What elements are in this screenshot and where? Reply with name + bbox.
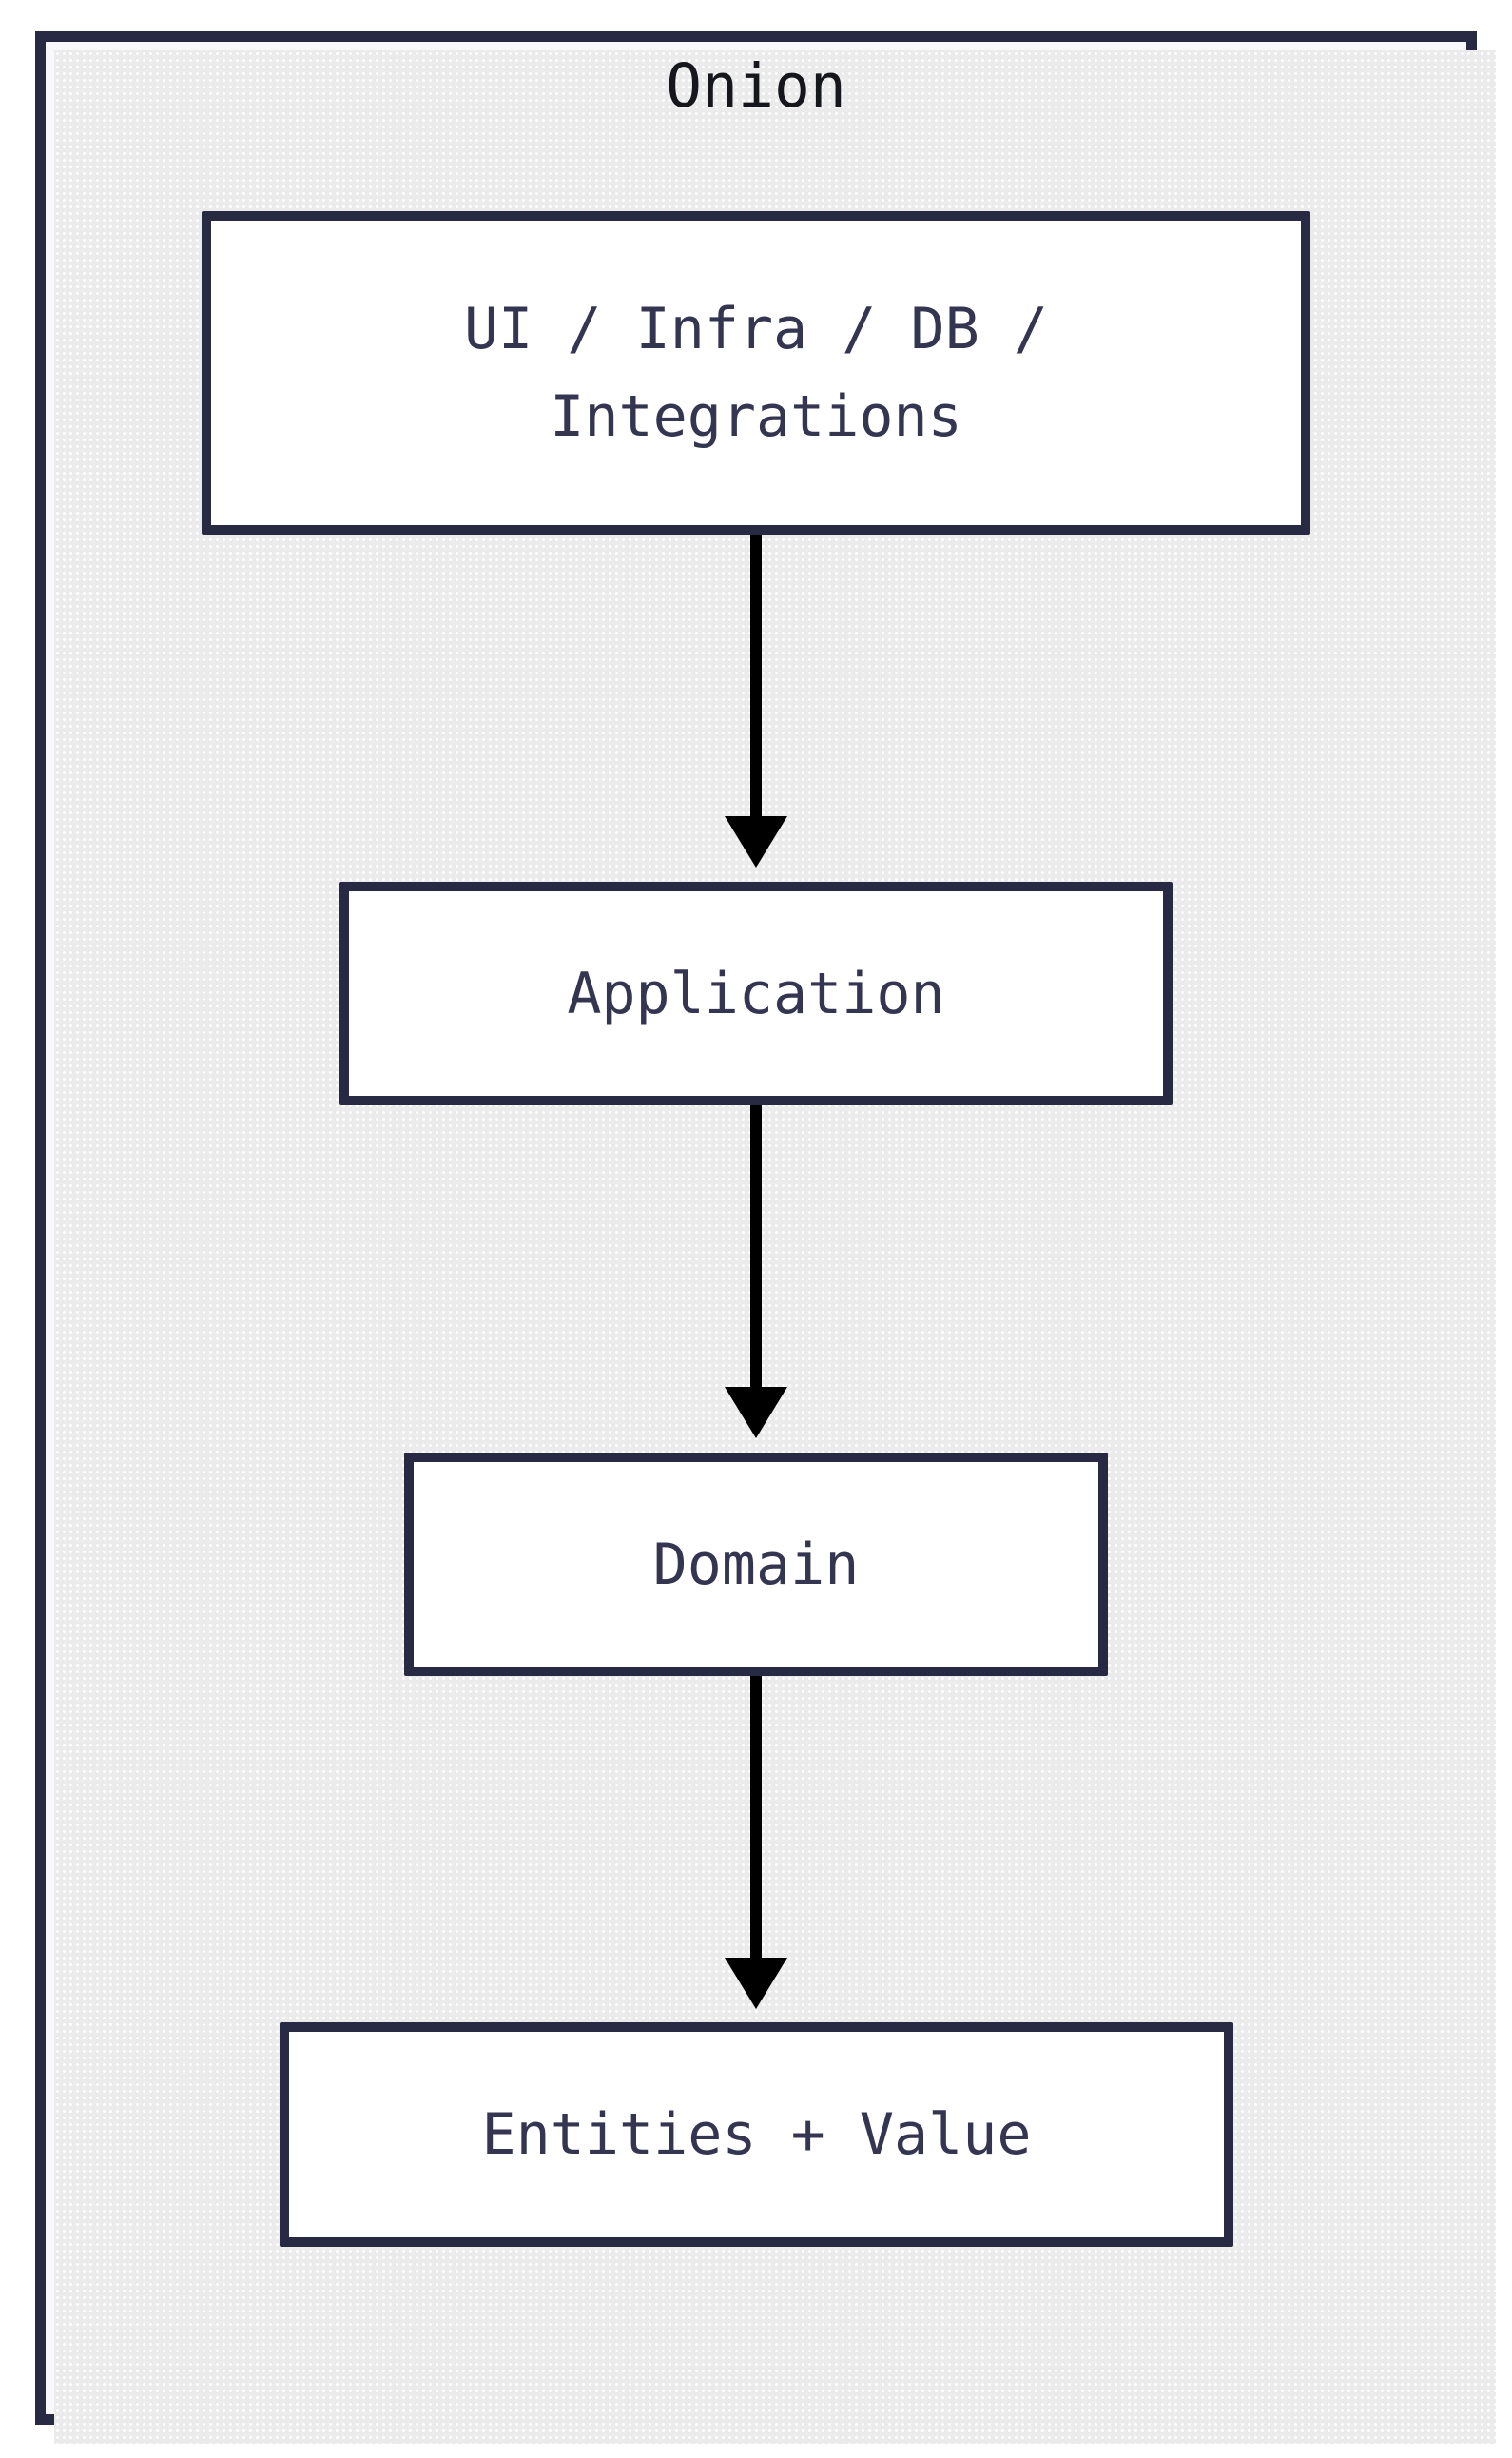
diagram-title: Onion bbox=[666, 51, 846, 121]
node-domain: Domain bbox=[404, 1453, 1108, 1676]
arrow-down-connector bbox=[725, 535, 787, 868]
node-ui-infra-db-integrations: UI / Infra / DB / Integrations bbox=[202, 211, 1310, 535]
node-label: Entities + Value bbox=[481, 2101, 1032, 2168]
node-entities-value: Entities + Value bbox=[280, 2022, 1233, 2247]
node-label: Domain bbox=[652, 1531, 860, 1598]
arrow-down-connector bbox=[725, 1105, 787, 1438]
node-label: Application bbox=[567, 960, 945, 1027]
arrow-down-connector bbox=[725, 1676, 787, 2009]
node-application: Application bbox=[339, 882, 1173, 1105]
onion-frame: Onion UI / Infra / DB / Integrations App… bbox=[35, 31, 1477, 2425]
node-label: UI / Infra / DB / Integrations bbox=[463, 296, 1049, 450]
